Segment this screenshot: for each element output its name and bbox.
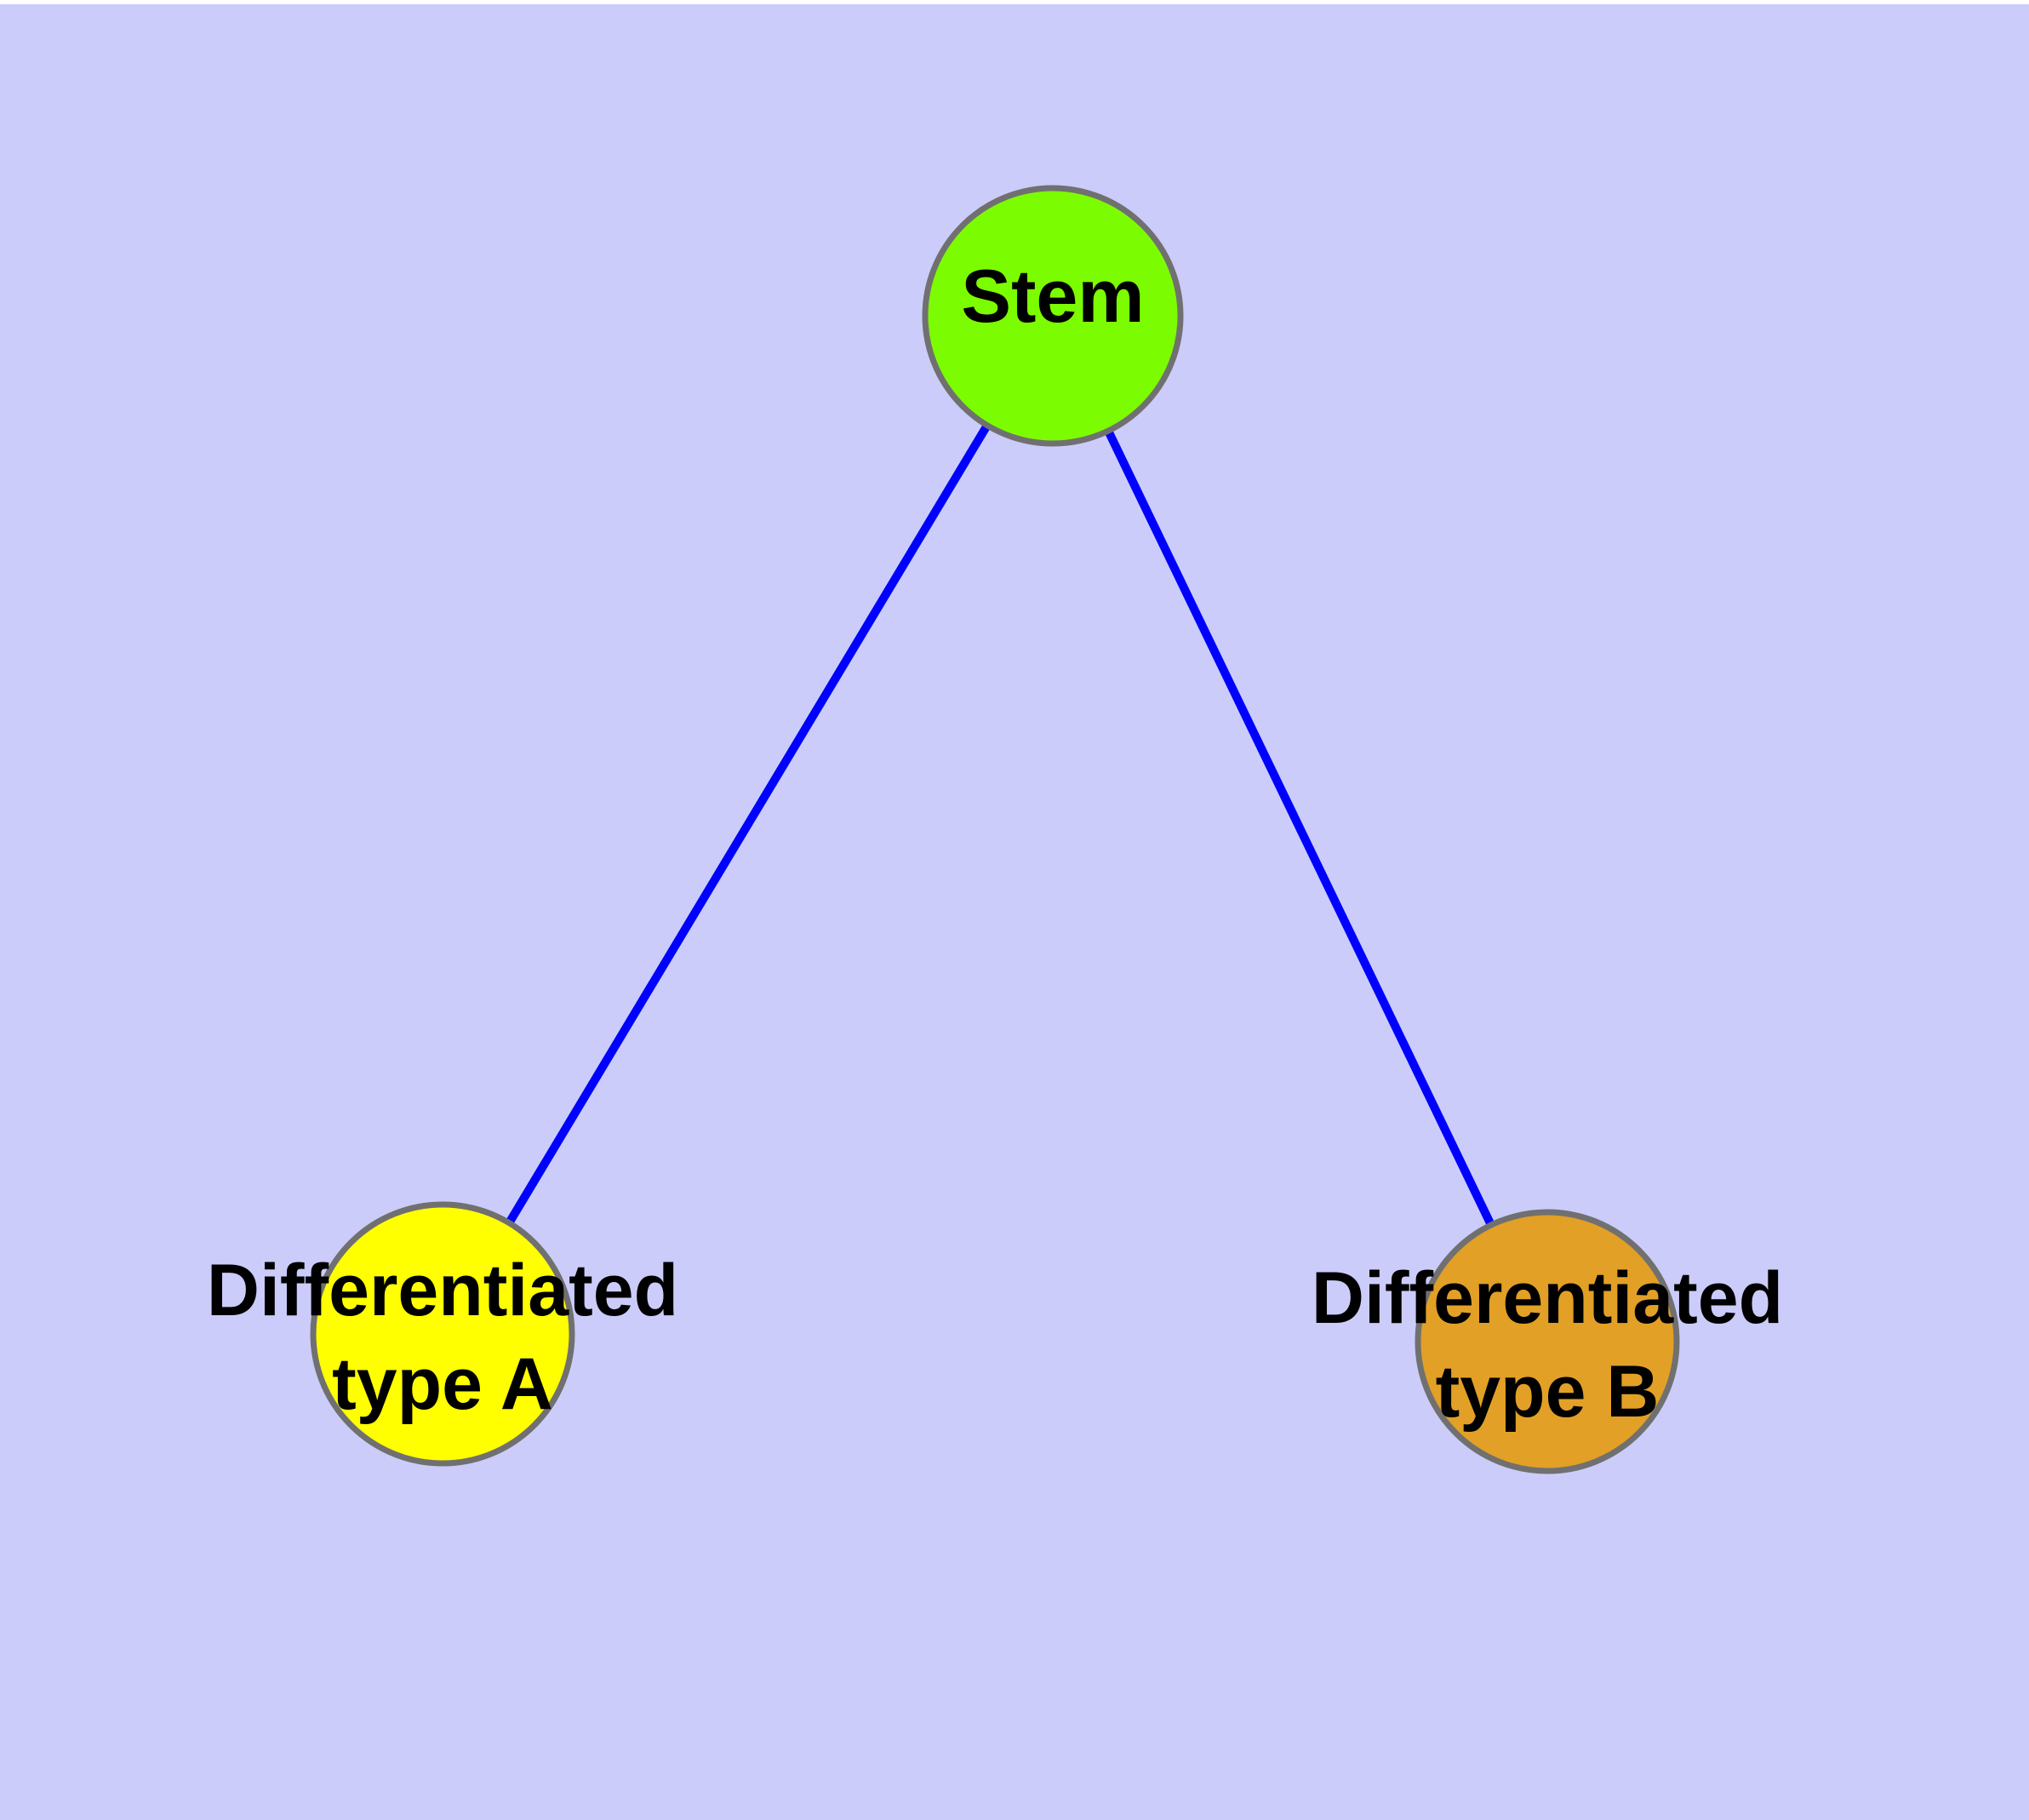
edge-layer bbox=[438, 313, 1552, 1344]
edge-stem-to-differentiated-type-b[interactable] bbox=[1049, 313, 1552, 1344]
edge-stem-to-differentiated-type-a[interactable] bbox=[438, 313, 1057, 1336]
canvas-top-margin bbox=[0, 0, 2029, 4]
node-differentiated-type-b[interactable] bbox=[1415, 1209, 1680, 1474]
node-differentiated-type-a[interactable] bbox=[310, 1201, 575, 1467]
node-layer bbox=[310, 185, 1680, 1474]
node-stem[interactable] bbox=[922, 185, 1184, 447]
